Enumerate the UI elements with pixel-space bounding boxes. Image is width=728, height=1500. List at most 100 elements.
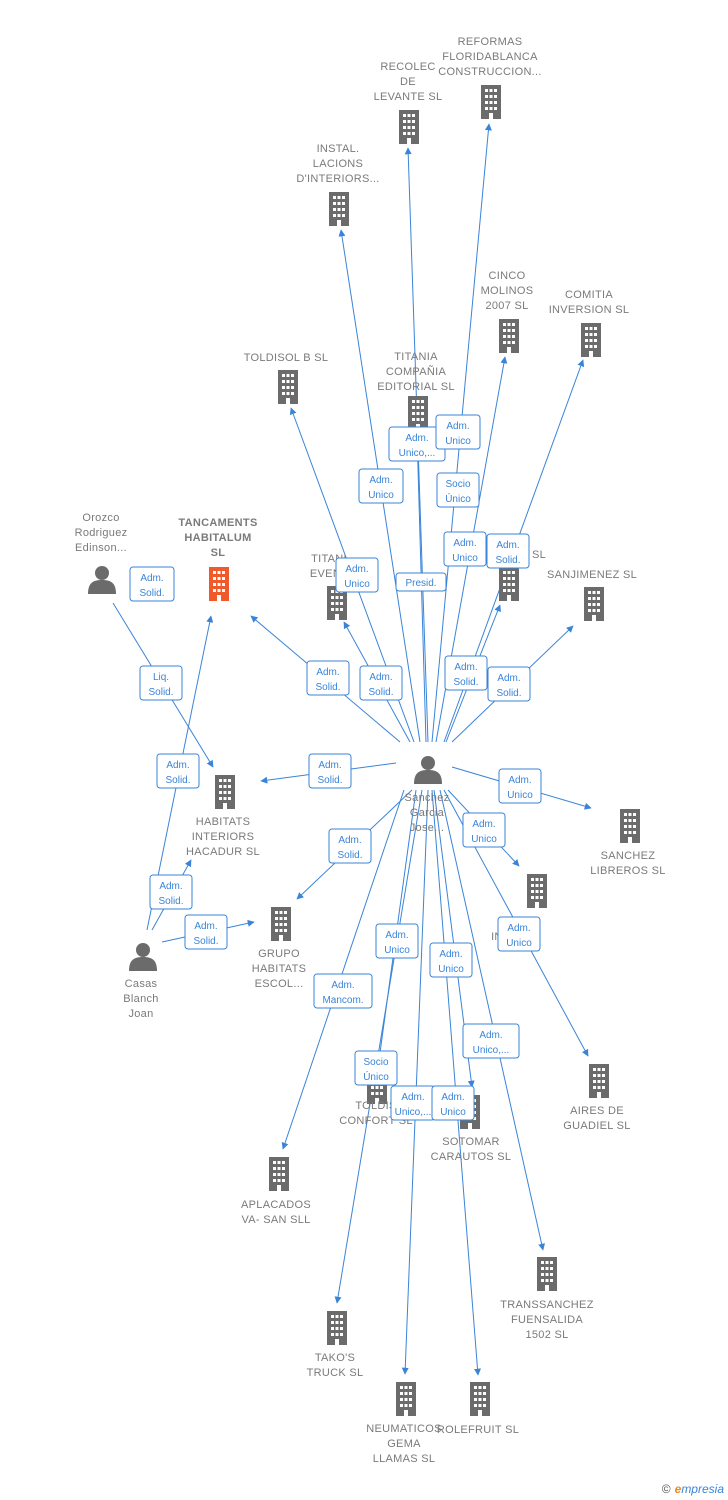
node-label-line[interactable]: TITANIA — [394, 351, 438, 363]
empresia-brand[interactable]: ©empresia — [662, 1482, 724, 1496]
node-label-line[interactable]: FLORIDABLANCA — [442, 51, 538, 63]
node-reformas[interactable]: REFORMAS FLORIDABLANCA CONSTRUCCION... — [438, 36, 542, 119]
building-icon[interactable] — [399, 110, 419, 144]
node-label-line[interactable]: TRANSSANCHEZ — [500, 1299, 593, 1311]
node-instal[interactable]: INSTAL.LACIONSD'INTERIORS... — [296, 143, 379, 226]
node-label-line[interactable]: COMITIA — [565, 289, 613, 301]
node-label-line[interactable]: HABITATS — [252, 963, 307, 975]
node-cinco[interactable]: CINCO MOLINOS 2007 SL — [481, 270, 534, 353]
node-label-line[interactable]: 1502 SL — [525, 1329, 568, 1341]
node-label-line[interactable]: Sanchez — [405, 792, 450, 804]
node-label-line[interactable]: DE — [400, 76, 416, 88]
node-label-line[interactable]: CONSTRUCCION... — [438, 66, 542, 78]
building-icon[interactable] — [215, 775, 235, 809]
node-label-line[interactable]: Casas — [125, 978, 158, 990]
building-icon[interactable] — [278, 370, 298, 404]
node-label-line[interactable]: NEUMATICOS — [366, 1423, 442, 1435]
building-icon[interactable] — [589, 1064, 609, 1098]
building-icon[interactable] — [499, 567, 519, 601]
node-label-line[interactable]: RECOLEC — [380, 61, 435, 73]
node-neumaticos[interactable]: NEUMATICOS GEMA LLAMAS SL — [366, 1382, 442, 1465]
node-label-line[interactable]: ROLEFRUIT SL — [437, 1424, 519, 1436]
node-label-line[interactable]: APLACADOS — [241, 1199, 311, 1211]
building-icon[interactable] — [499, 319, 519, 353]
node-sanjimenez[interactable]: SANJIMENEZ SL — [547, 569, 637, 621]
node-label-line[interactable]: COMPAÑIA — [386, 365, 447, 378]
person-icon[interactable] — [414, 756, 442, 784]
node-label-line[interactable]: SOTOMAR — [442, 1136, 500, 1148]
node-label-line[interactable]: GRUPO — [258, 948, 300, 960]
building-icon[interactable] — [527, 874, 547, 908]
node-label-line[interactable]: LIBREROS SL — [590, 865, 665, 877]
node-label-line[interactable]: Rodriguez — [75, 527, 128, 539]
person-icon[interactable] — [129, 943, 157, 971]
node-label-line[interactable]: TANCAMENTS — [178, 517, 257, 529]
node-label-line[interactable]: GEMA — [387, 1438, 421, 1450]
node-grupo_hab[interactable]: GRUPO HABITATS ESCOL... — [252, 907, 307, 990]
node-label-line[interactable]: LEVANTE SL — [374, 91, 443, 103]
building-icon[interactable] — [470, 1382, 490, 1416]
building-icon[interactable] — [209, 567, 229, 601]
building-icon[interactable] — [581, 323, 601, 357]
node-label-line[interactable]: ESCOL... — [255, 978, 304, 990]
node-label-line[interactable]: INVERSION SL — [549, 304, 630, 316]
node-label-line[interactable]: SANJIMENEZ SL — [547, 569, 637, 581]
building-icon[interactable] — [537, 1257, 557, 1291]
node-label-line[interactable]: HACADUR SL — [186, 846, 260, 858]
node-label-line[interactable]: TRUCK SL — [307, 1367, 364, 1379]
node-label-line[interactable]: LLAMAS SL — [373, 1453, 436, 1465]
node-label-line[interactable]: INSTAL. — [317, 143, 360, 155]
node-sanchez_garcia[interactable]: SanchezGarciaJose... — [405, 756, 450, 834]
node-label-line[interactable]: Jose... — [410, 822, 445, 834]
node-label-line[interactable]: Garcia — [410, 807, 445, 819]
node-label-line[interactable]: SANCHEZ — [601, 850, 656, 862]
node-sotomar[interactable]: SOTOMAR CARAUTOS SL — [431, 1095, 512, 1163]
node-sanchez_lib[interactable]: SANCHEZ LIBREROS SL — [590, 809, 665, 877]
node-label-line[interactable]: AIRES DE — [570, 1105, 624, 1117]
node-orozco[interactable]: OrozcoRodriguezEdinson... — [75, 512, 128, 594]
node-takos[interactable]: TAKO'S TRUCK SL — [307, 1311, 364, 1379]
node-label-line[interactable]: INTERIORS — [192, 831, 255, 843]
node-label-line[interactable]: EDITORIAL SL — [377, 381, 455, 393]
building-icon[interactable] — [620, 809, 640, 843]
node-label-line[interactable]: TOLDIS — [355, 1100, 396, 1112]
node-recolec[interactable]: RECOLEC DE LEVANTE SL — [374, 61, 443, 144]
node-label-line[interactable]: VA- SAN SLL — [241, 1214, 310, 1226]
node-label-line[interactable]: SL — [532, 549, 546, 561]
building-icon[interactable] — [329, 192, 349, 226]
building-icon[interactable] — [271, 907, 291, 941]
node-aires[interactable]: AIRES DE GUADIEL SL — [563, 1064, 630, 1132]
node-label-line[interactable]: Blanch — [123, 993, 158, 1005]
node-label-line[interactable]: CARAUTOS SL — [431, 1151, 512, 1163]
node-label-line[interactable]: REFORMAS — [458, 36, 523, 48]
node-label-line[interactable]: TOLDISOL B SL — [244, 352, 329, 364]
node-toldisol_b[interactable]: TOLDISOL B SL — [244, 352, 329, 404]
node-label-line[interactable]: Orozco — [82, 512, 119, 524]
node-transsanchez[interactable]: TRANSSANCHEZ FUENSALIDA 1502 SL — [500, 1257, 593, 1341]
node-label-line[interactable]: HABITATS — [196, 816, 251, 828]
node-label-line[interactable]: HABITALUM — [184, 532, 251, 544]
node-label-line[interactable]: GUADIEL SL — [563, 1120, 630, 1132]
node-comitia[interactable]: COMITIA INVERSION SL — [549, 289, 630, 357]
node-label-line[interactable]: D'INTERIORS... — [296, 173, 379, 185]
building-icon[interactable] — [481, 85, 501, 119]
person-icon[interactable] — [88, 566, 116, 594]
node-rolefruit[interactable]: ROLEFRUIT SL — [437, 1382, 519, 1436]
node-label-line[interactable]: FUENSALIDA — [511, 1314, 583, 1326]
node-aplacados[interactable]: APLACADOS VA- SAN SLL — [241, 1157, 311, 1226]
node-label-line[interactable]: CINCO — [489, 270, 526, 282]
node-tancaments[interactable]: TANCAMENTS HABITALUM SL — [178, 517, 257, 601]
node-label-line[interactable]: Joan — [128, 1008, 153, 1020]
node-anon_sl[interactable]: SL — [499, 549, 546, 601]
building-icon[interactable] — [269, 1157, 289, 1191]
node-label-line[interactable]: SL — [211, 547, 226, 559]
node-label-line[interactable]: 2007 SL — [485, 300, 528, 312]
node-label-line[interactable]: TAKO'S — [315, 1352, 355, 1364]
node-titania_ed[interactable]: TITANIA COMPAÑIA EDITORIAL SL — [377, 351, 455, 430]
node-label-line[interactable]: Edinson... — [75, 542, 127, 554]
building-icon[interactable] — [396, 1382, 416, 1416]
building-icon[interactable] — [327, 1311, 347, 1345]
building-icon[interactable] — [584, 587, 604, 621]
node-label-line[interactable]: MOLINOS — [481, 285, 534, 297]
